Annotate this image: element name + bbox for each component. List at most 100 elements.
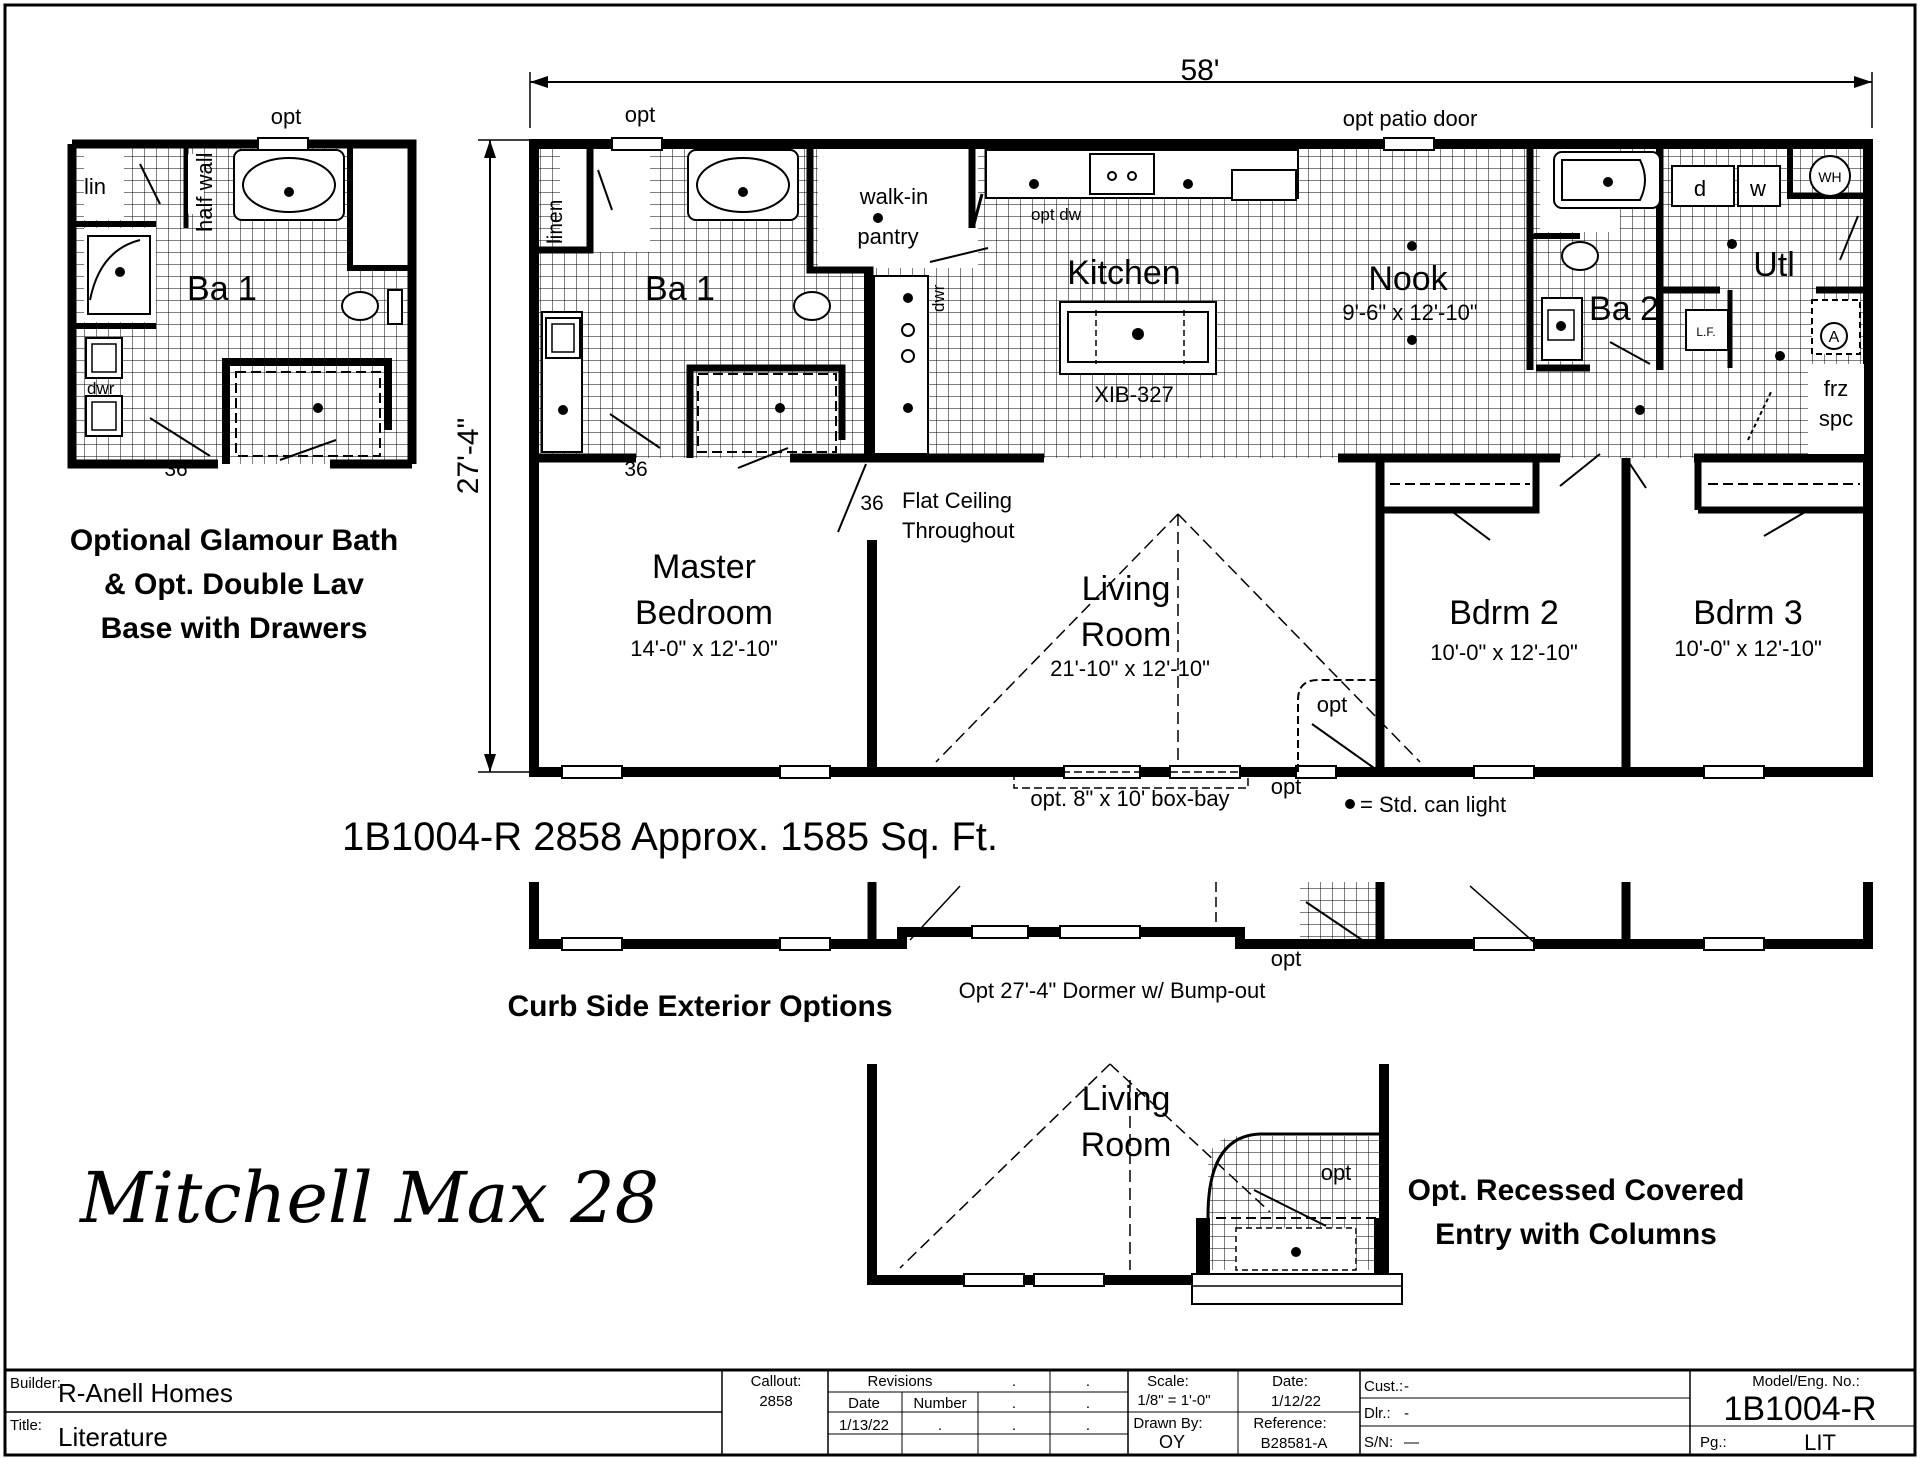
tb-page-value: LIT: [1804, 1430, 1836, 1455]
room-utility: Utl: [1753, 246, 1795, 284]
tb-callout-value: 2858: [759, 1393, 792, 1410]
master-door-size: 36: [860, 492, 883, 515]
tb-builder-label: Builder:: [10, 1375, 61, 1392]
tb-reference-value: B28581-A: [1261, 1435, 1328, 1452]
tb-scale-label: Scale:: [1147, 1373, 1189, 1390]
tb-rev-date-value: 1/13/22: [839, 1417, 889, 1434]
tb-dot: .: [1012, 1417, 1016, 1434]
tb-date-value: 1/12/22: [1271, 1393, 1321, 1410]
master-bath-door-size: 36: [624, 458, 647, 481]
room-living-line2: Room: [1081, 616, 1172, 654]
curb-side-option-plan: [529, 882, 1873, 951]
tb-sn-label: S/N:: [1364, 1434, 1393, 1451]
opt-bath-dwr-label: dwr: [87, 379, 115, 398]
opt-bath-caption-line3: Base with Drawers: [101, 612, 368, 645]
furnace-label: A: [1829, 329, 1840, 346]
tb-revisions-label: Revisions: [867, 1373, 932, 1390]
room-living-dimensions: 21'-10" x 12'-10": [1050, 656, 1210, 681]
room-kitchen: Kitchen: [1067, 254, 1180, 292]
opt-bath-door-size: 36: [164, 458, 187, 481]
dryer-label: d: [1694, 176, 1706, 201]
room-living-line1: Living: [1082, 570, 1171, 608]
optional-bath-plan: [67, 137, 417, 469]
overall-depth-label: 27'-4": [452, 418, 485, 494]
flat-ceiling-label-1: Flat Ceiling: [902, 488, 1012, 513]
tb-model-label: Model/Eng. No.:: [1752, 1373, 1860, 1390]
entry-option-living-line1: Living: [1082, 1080, 1171, 1118]
tb-dot: .: [1012, 1373, 1016, 1390]
tb-sn-value: —: [1404, 1434, 1419, 1451]
room-bath-2: Ba 2: [1589, 290, 1659, 328]
box-bay-label: opt. 8" x 10' box-bay: [1030, 786, 1229, 811]
overall-width-label: 58': [1180, 54, 1219, 87]
entry-option-label: opt: [1317, 692, 1348, 717]
tb-drawn-value: OY: [1159, 1432, 1185, 1452]
room-bedroom-2-dimensions: 10'-0" x 12'-10": [1430, 640, 1578, 665]
tb-callout-label: Callout:: [751, 1373, 802, 1390]
room-master-bath: Ba 1: [645, 270, 715, 308]
can-light-legend: = Std. can light: [1360, 792, 1506, 817]
tb-rev-number-header: Number: [913, 1395, 966, 1412]
flat-ceiling-label-2: Throughout: [902, 518, 1015, 543]
freezer-space-label: spc: [1819, 406, 1853, 431]
pantry-label: pantry: [857, 224, 918, 249]
opt-bath-linen-label: lin: [84, 174, 106, 199]
linen-label: linen: [544, 200, 567, 244]
tb-dlr-label: Dlr.:: [1364, 1405, 1391, 1422]
island-code-label: XIB-327: [1094, 382, 1174, 407]
title-block: [3, 1368, 1917, 1457]
tb-title-value: Literature: [58, 1422, 168, 1452]
tb-dot: .: [1086, 1373, 1090, 1390]
tb-reference-label: Reference:: [1253, 1415, 1326, 1432]
recessed-entry-option-plan: [867, 1063, 1403, 1305]
master-bath-window-label: opt: [625, 102, 656, 127]
room-master-bedroom-line2: Bedroom: [635, 594, 773, 632]
entry-option-living-line2: Room: [1081, 1126, 1172, 1164]
tb-scale-value: 1/8" = 1'-0": [1137, 1392, 1210, 1409]
tb-drawn-label: Drawn By:: [1133, 1415, 1202, 1432]
room-master-bedroom-line1: Master: [652, 548, 756, 586]
front-door-option-label: opt: [1271, 774, 1302, 799]
room-nook: Nook: [1368, 260, 1448, 298]
room-master-bedroom-dimensions: 14'-0" x 12'-10": [630, 636, 778, 661]
tb-model-value: 1B1004-R: [1723, 1390, 1876, 1428]
overall-depth-dimension: [478, 139, 530, 773]
tb-dlr-value: -: [1404, 1405, 1409, 1422]
dormer-label: Opt 27'-4" Dormer w/ Bump-out: [959, 978, 1266, 1003]
opt-bath-room-label: Ba 1: [187, 270, 257, 308]
washer-label: w: [1749, 176, 1766, 201]
water-heater-label: WH: [1818, 169, 1841, 185]
entry-option-caption-line1: Opt. Recessed Covered: [1408, 1174, 1745, 1207]
entry-option-caption-line2: Entry with Columns: [1435, 1218, 1717, 1251]
model-name: Mitchell Max 28: [78, 1157, 659, 1239]
opt-bath-half-wall-label: half wall: [192, 153, 217, 232]
opt-bath-caption-line1: Optional Glamour Bath: [70, 524, 398, 557]
room-bedroom-3: Bdrm 3: [1693, 594, 1803, 632]
entry-option-opt-label: opt: [1321, 1160, 1352, 1185]
tb-rev-number-value: .: [938, 1417, 942, 1434]
room-nook-dimensions: 9'-6" x 12'-10": [1342, 300, 1477, 325]
tb-dot: .: [1086, 1395, 1090, 1412]
overall-width-dimension: [529, 72, 1873, 128]
tb-dot: .: [1086, 1417, 1090, 1434]
tb-date-label: Date:: [1272, 1373, 1308, 1390]
tb-dot: .: [1012, 1395, 1016, 1412]
main-floor-plan: [529, 137, 1873, 809]
room-bedroom-3-dimensions: 10'-0" x 12'-10": [1674, 636, 1822, 661]
curb-side-opt-label: opt: [1271, 946, 1302, 971]
curb-side-caption: Curb Side Exterior Options: [507, 990, 892, 1023]
tb-cust-value: -: [1404, 1378, 1409, 1395]
tb-page-label: Pg.:: [1700, 1434, 1727, 1451]
room-bedroom-2: Bdrm 2: [1449, 594, 1559, 632]
tb-title-label: Title:: [10, 1417, 42, 1434]
patio-door-label: opt patio door: [1343, 106, 1478, 131]
plan-title: 1B1004-R 2858 Approx. 1585 Sq. Ft.: [342, 815, 998, 859]
tb-builder-value: R-Anell Homes: [58, 1378, 233, 1408]
opt-bath-caption-line2: & Opt. Double Lav: [104, 568, 364, 601]
opt-dishwasher-label: opt dw: [1031, 205, 1082, 224]
freezer-label: frz: [1824, 376, 1848, 401]
tb-rev-date-header: Date: [848, 1395, 880, 1412]
tb-cust-label: Cust.:: [1364, 1378, 1403, 1395]
walk-in-label: walk-in: [859, 184, 928, 209]
dwr-label: dwr: [929, 284, 948, 312]
